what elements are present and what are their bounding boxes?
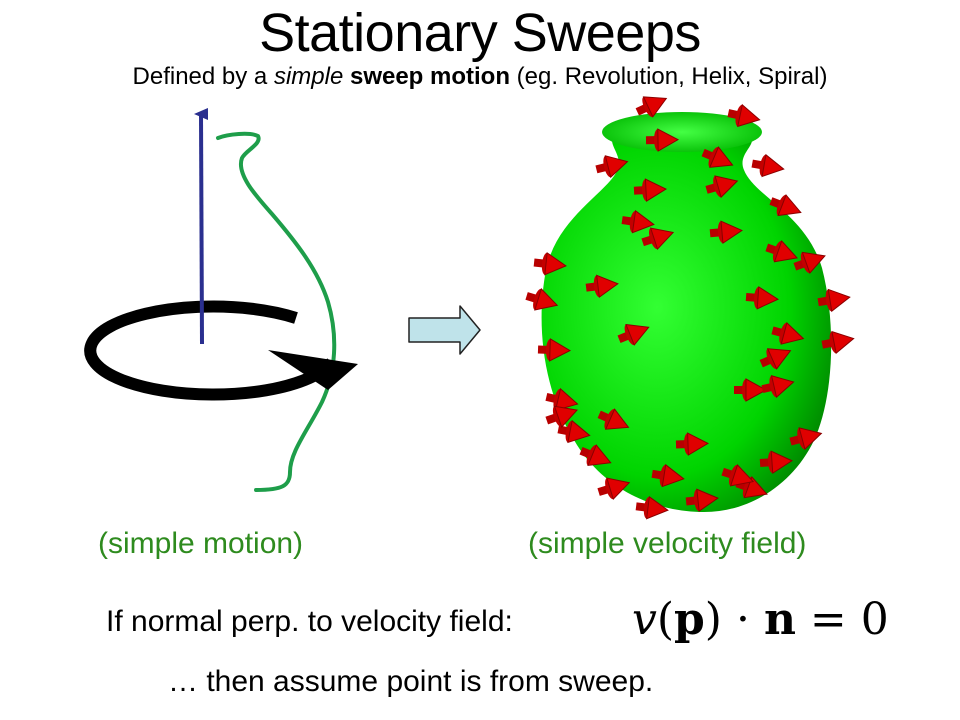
velocity-arrow: [769, 194, 802, 217]
velocity-arrow: [709, 220, 743, 245]
velocity-arrow: [557, 419, 591, 444]
velocity-arrow: [545, 387, 579, 411]
velocity-arrow: [641, 227, 675, 251]
subtitle-text-1: Defined by a: [132, 63, 274, 90]
circular-rotation-arrow-icon: [84, 300, 358, 401]
right-block-arrow-icon: [408, 305, 481, 355]
velocity-arrow: [817, 288, 851, 313]
velocity-arrow: [727, 103, 761, 128]
velocity-arrow: [617, 323, 650, 346]
profile-curve: [216, 131, 337, 492]
formula-dot: ·: [721, 594, 764, 645]
velocity-arrow: [597, 408, 630, 430]
slide-subtitle: Defined by a simple sweep motion (eg. Re…: [0, 62, 960, 92]
velocity-arrow: [533, 251, 567, 276]
velocity-arrow: [585, 274, 619, 299]
velocity-arrow: [685, 488, 719, 513]
formula-close-paren: ): [704, 594, 722, 645]
velocity-normal-formula: v(p) · n = 0: [632, 592, 889, 648]
velocity-arrow: [771, 321, 805, 345]
formula-equals: =: [795, 594, 861, 645]
velocity-arrow: [537, 338, 572, 362]
velocity-arrow: [759, 348, 792, 370]
statement-line-2: … then assume point is from sweep.: [168, 665, 654, 698]
velocity-arrow: [633, 178, 668, 202]
velocity-arrow: [545, 405, 579, 429]
velocity-arrow: [597, 477, 631, 501]
statement-line-1: If normal perp. to velocity field:: [106, 605, 513, 638]
velocity-arrow: [821, 330, 855, 355]
velocity-arrow: [705, 175, 739, 199]
velocity-arrow: [675, 432, 710, 456]
formula-p: p: [674, 594, 705, 645]
velocity-arrow: [721, 463, 755, 487]
formula-v: v: [632, 594, 657, 645]
subtitle-italic: simple: [273, 63, 344, 90]
velocity-arrow: [525, 287, 559, 311]
velocity-arrow: [595, 155, 629, 179]
velocity-arrow: [734, 378, 768, 402]
caption-simple-motion: (simple motion): [98, 527, 304, 560]
formula-zero: 0: [860, 594, 889, 645]
formula-open-paren: (: [656, 594, 675, 645]
subtitle-text-3: (eg. Revolution, Helix, Spiral): [510, 63, 828, 90]
velocity-arrow: [789, 427, 823, 451]
velocity-arrow: [701, 146, 734, 168]
velocity-arrow: [645, 128, 680, 152]
velocity-arrow: [579, 444, 612, 467]
slide-title: Stationary Sweeps: [259, 3, 701, 63]
caption-simple-velocity-field: (simple velocity field): [528, 527, 807, 560]
velocity-arrow: [765, 239, 799, 263]
velocity-arrow: [621, 209, 655, 234]
subtitle-bold: sweep motion: [349, 63, 510, 90]
velocity-arrow: [751, 153, 785, 178]
velocity-arrow: [759, 450, 793, 474]
velocity-arrow: [793, 251, 826, 274]
formula-n: n: [763, 594, 796, 645]
up-arrow-icon: [194, 107, 209, 345]
velocity-arrow: [745, 286, 779, 310]
velocity-arrow: [761, 375, 795, 399]
velocity-arrow: [635, 96, 668, 118]
velocity-arrows: [525, 96, 855, 520]
velocity-arrow: [635, 495, 669, 520]
velocity-arrow: [651, 463, 685, 488]
